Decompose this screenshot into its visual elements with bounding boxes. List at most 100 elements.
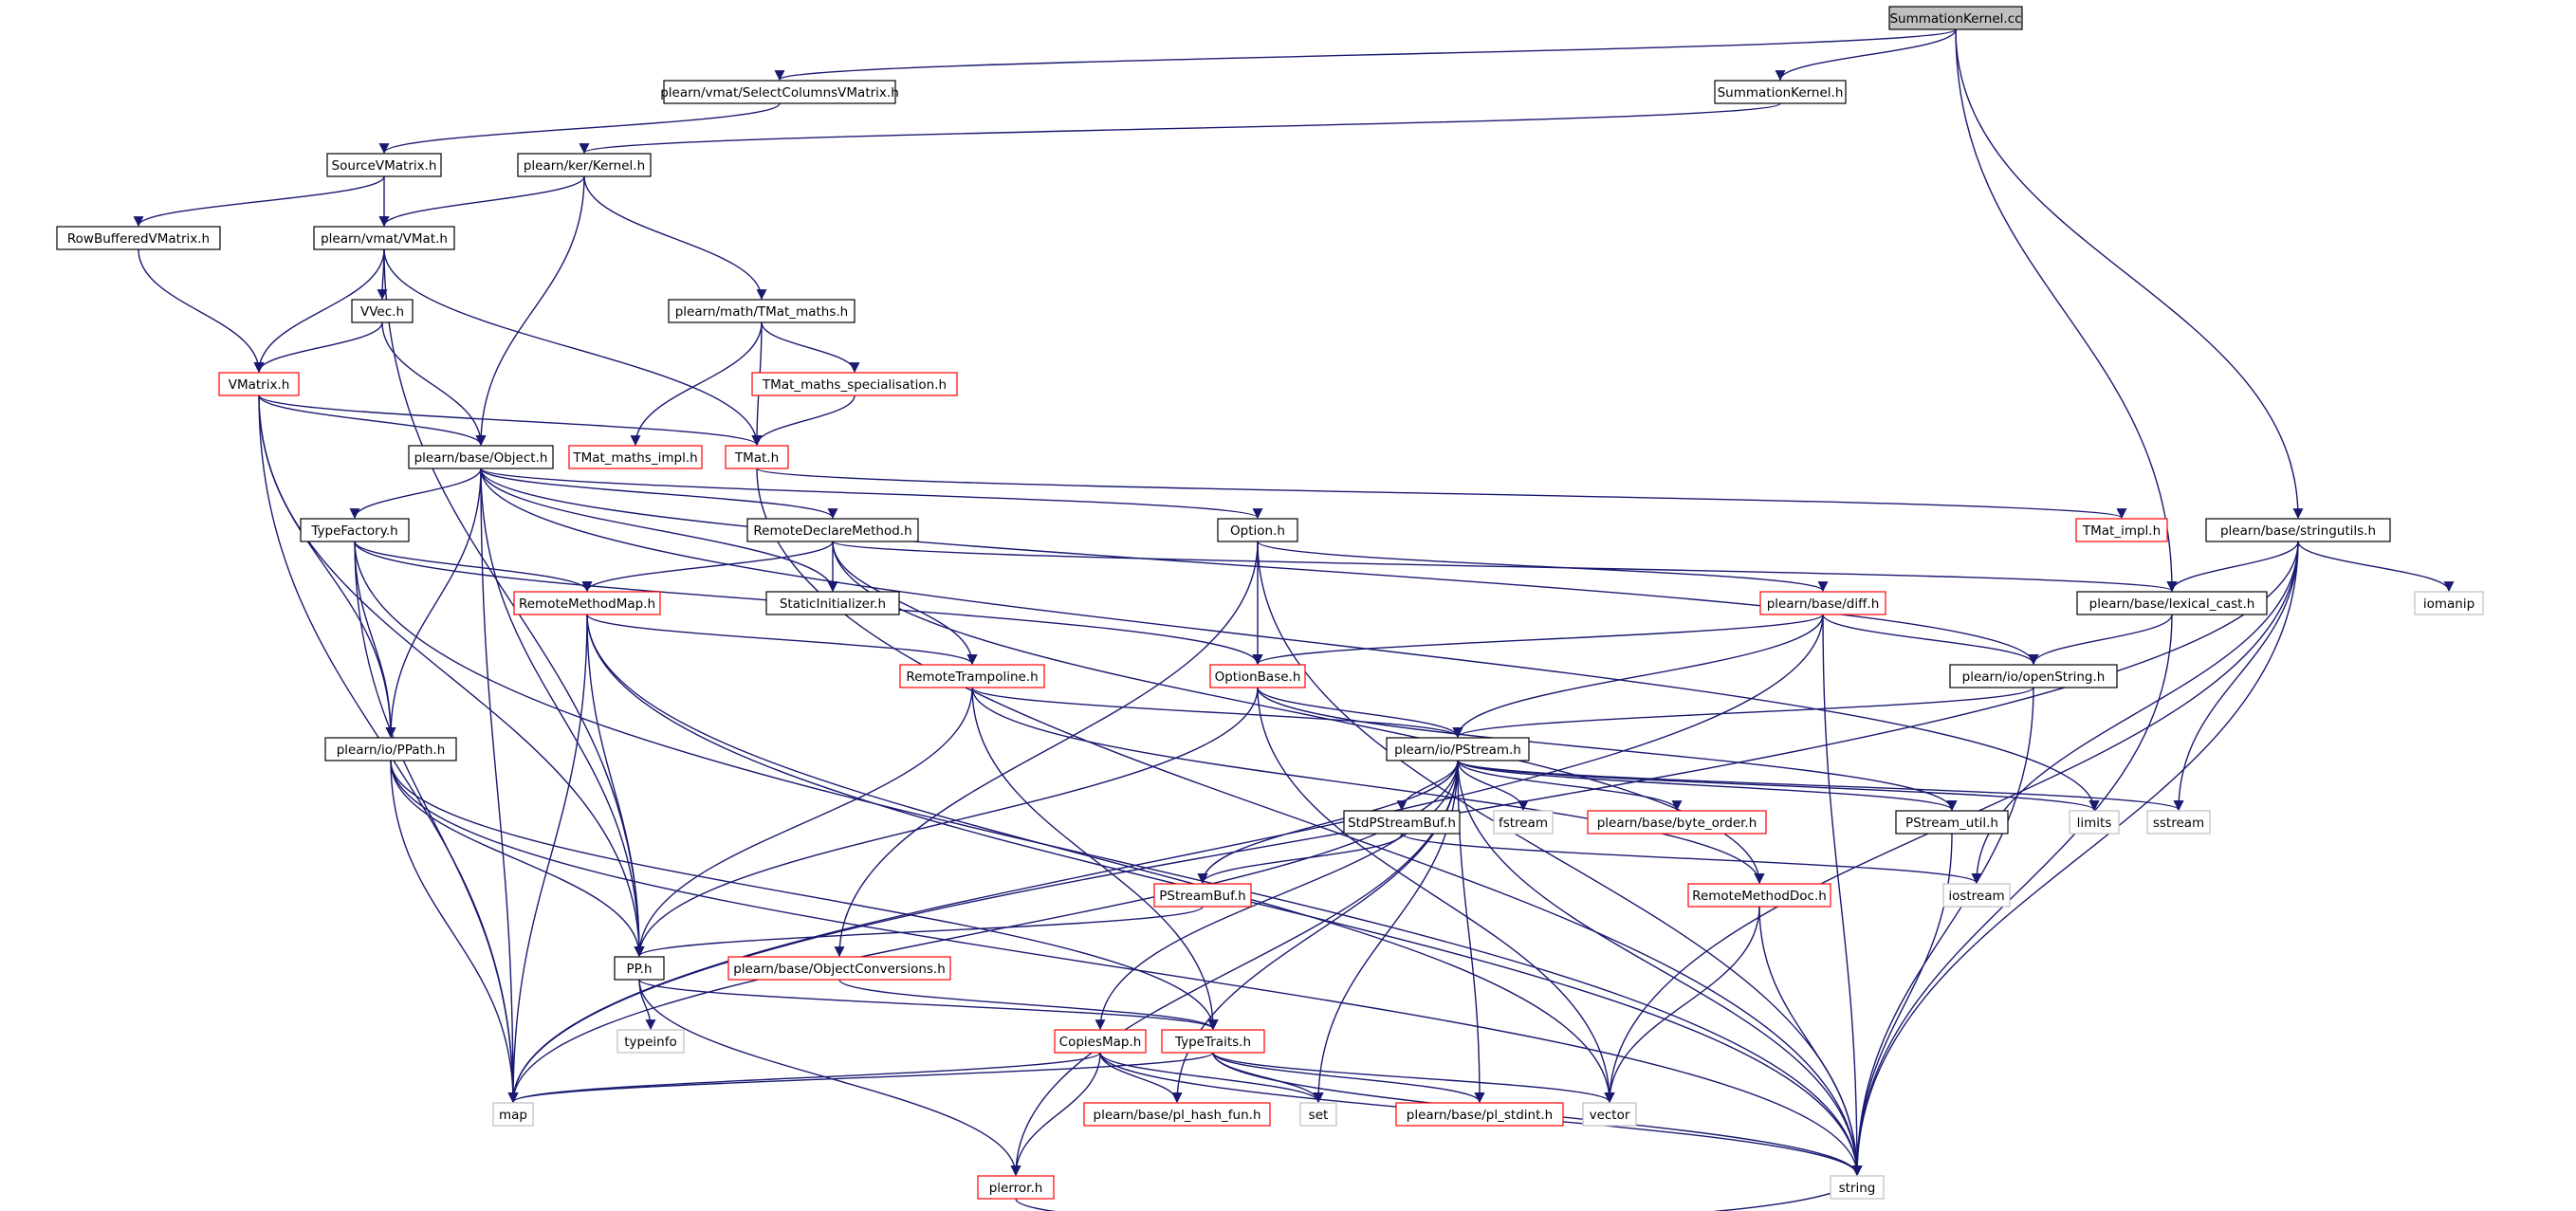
edge-lexical-cast-h-to-string bbox=[1851, 614, 2173, 1177]
node-box bbox=[1209, 664, 1306, 688]
node-label: plearn/ker/Kernel.h bbox=[524, 158, 645, 174]
node-kernel-h[interactable]: plearn/ker/Kernel.h bbox=[517, 153, 652, 177]
edge-object-h-to-pp-h bbox=[480, 468, 645, 958]
node-fstream[interactable]: fstream bbox=[1493, 810, 1554, 835]
node-stringutils-h[interactable]: plearn/base/stringutils.h bbox=[2205, 518, 2391, 542]
node-label: plearn/base/lexical_cast.h bbox=[2089, 596, 2255, 612]
node-box bbox=[746, 518, 919, 542]
node-pl-stdint-h[interactable]: plearn/base/pl_stdint.h bbox=[1395, 1102, 1564, 1127]
edge-remotedeclaremethod-h-to-remotemethodmap-h bbox=[581, 541, 834, 593]
edge-typetraits-h-to-pl-stdint-h bbox=[1212, 1052, 1485, 1104]
node-label: typeinfo bbox=[624, 1035, 676, 1050]
node-limits[interactable]: limits bbox=[2069, 810, 2120, 835]
edge-remotetrampoline-h-to-remotemethoddoc-h bbox=[971, 687, 1765, 885]
node-pstreambuf-h[interactable]: PStreamBuf.h bbox=[1153, 883, 1252, 908]
edge-summationkernel-h-to-kernel-h bbox=[580, 102, 1781, 155]
node-box bbox=[725, 445, 789, 469]
node-object-h[interactable]: plearn/base/Object.h bbox=[408, 445, 554, 469]
node-remotemethodmap-h[interactable]: RemoteMethodMap.h bbox=[513, 591, 661, 615]
node-vmatrix-h[interactable]: VMatrix.h bbox=[218, 372, 300, 396]
edge-stringutils-h-to-sstream bbox=[2173, 541, 2299, 812]
node-byte-order-h[interactable]: plearn/base/byte_order.h bbox=[1587, 810, 1767, 835]
edge-remotemethodmap-h-to-remotetrampoline-h bbox=[586, 614, 978, 666]
node-objectconversions-h[interactable]: plearn/base/ObjectConversions.h bbox=[727, 956, 951, 981]
node-tmat-maths-specialisation-h[interactable]: TMat_maths_specialisation.h bbox=[751, 372, 958, 396]
node-tmat-h[interactable]: TMat.h bbox=[725, 445, 789, 469]
node-tmat-maths-impl-h[interactable]: TMat_maths_impl.h bbox=[568, 445, 703, 469]
node-diff-h[interactable]: plearn/base/diff.h bbox=[1759, 591, 1886, 615]
node-pstream-util-h[interactable]: PStream_util.h bbox=[1895, 810, 2009, 835]
node-label: plearn/io/PPath.h bbox=[337, 743, 446, 758]
edge-pstream-h-to-copiesmap-h bbox=[1095, 760, 1459, 1031]
node-box bbox=[1161, 1029, 1265, 1054]
node-typetraits-h[interactable]: TypeTraits.h bbox=[1161, 1029, 1265, 1054]
node-typeinfo[interactable]: typeinfo bbox=[616, 1029, 685, 1054]
node-summationkernel-cc[interactable]: SummationKernel.cc bbox=[1888, 6, 2023, 30]
node-lexical-cast-h[interactable]: plearn/base/lexical_cast.h bbox=[2076, 591, 2268, 615]
node-set[interactable]: set bbox=[1299, 1102, 1337, 1127]
edge-remotetrampoline-h-to-pp-h bbox=[634, 687, 973, 958]
node-box bbox=[1386, 737, 1530, 761]
node-remotedeclaremethod-h[interactable]: RemoteDeclareMethod.h bbox=[746, 518, 919, 542]
node-box bbox=[326, 153, 442, 177]
node-label: string bbox=[1839, 1181, 1876, 1196]
edge-object-h-to-option-h bbox=[480, 468, 1263, 520]
node-box bbox=[1054, 1029, 1147, 1054]
node-label: RemoteMethodDoc.h bbox=[1692, 889, 1827, 904]
node-openstring-h[interactable]: plearn/io/openString.h bbox=[1949, 664, 2118, 688]
node-sstream[interactable]: sstream bbox=[2146, 810, 2211, 835]
node-remotemethoddoc-h[interactable]: RemoteMethodDoc.h bbox=[1687, 883, 1831, 908]
node-label: RowBufferedVMatrix.h bbox=[67, 231, 210, 247]
node-iostream[interactable]: iostream bbox=[1942, 883, 2011, 908]
edge-copiesmap-h-to-set bbox=[1099, 1052, 1324, 1104]
node-stdpstreambuf-h[interactable]: StdPStreamBuf.h bbox=[1343, 810, 1461, 835]
edge-ppath-h-to-pp-h bbox=[390, 760, 645, 958]
edge-stringutils-h-to-lexical-cast-h bbox=[2166, 541, 2299, 593]
node-rowbufferedvmatrix-h[interactable]: RowBufferedVMatrix.h bbox=[56, 226, 221, 250]
node-label: RemoteMethodMap.h bbox=[519, 596, 655, 612]
node-iomanip[interactable]: iomanip bbox=[2414, 591, 2484, 615]
node-box bbox=[2205, 518, 2391, 542]
node-vector[interactable]: vector bbox=[1582, 1102, 1637, 1127]
node-summationkernel-h[interactable]: SummationKernel.h bbox=[1714, 80, 1847, 104]
node-typefactory-h[interactable]: TypeFactory.h bbox=[300, 518, 410, 542]
node-map[interactable]: map bbox=[492, 1102, 534, 1127]
node-tmat-impl-h[interactable]: TMat_impl.h bbox=[2075, 518, 2168, 542]
node-vvec-h[interactable]: VVec.h bbox=[351, 299, 414, 323]
edge-tmat-h-to-tmat-impl-h bbox=[756, 468, 2126, 520]
node-box bbox=[614, 956, 665, 981]
node-label: StaticInitializer.h bbox=[780, 596, 886, 612]
edge-typefactory-h-to-remotemethodmap-h bbox=[354, 541, 593, 593]
edge-sourcevmatrix-h-to-rowbufferedvmatrix-h bbox=[133, 175, 385, 228]
node-pstream-h[interactable]: plearn/io/PStream.h bbox=[1386, 737, 1530, 761]
edge-vmatrix-h-to-ppath-h bbox=[258, 394, 396, 739]
node-pl-hash-fun-h[interactable]: plearn/base/pl_hash_fun.h bbox=[1083, 1102, 1271, 1127]
edge-object-h-to-remotedeclaremethod-h bbox=[480, 468, 838, 520]
edge-typefactory-h-to-map bbox=[354, 541, 519, 1104]
node-box bbox=[2075, 518, 2168, 542]
edge-optionbase-h-to-pp-h bbox=[634, 687, 1259, 958]
node-vmat-h[interactable]: plearn/vmat/VMat.h bbox=[313, 226, 455, 250]
node-pp-h[interactable]: PP.h bbox=[614, 956, 665, 981]
edge-summationkernel-cc-to-stringutils-h bbox=[1955, 28, 2304, 520]
node-box bbox=[1493, 810, 1554, 835]
node-optionbase-h[interactable]: OptionBase.h bbox=[1209, 664, 1306, 688]
node-box bbox=[616, 1029, 685, 1054]
node-ppath-h[interactable]: plearn/io/PPath.h bbox=[324, 737, 457, 761]
node-label: plearn/io/PStream.h bbox=[1394, 743, 1521, 758]
node-tmat-maths-h[interactable]: plearn/math/TMat_maths.h bbox=[668, 299, 856, 323]
node-staticinitializer-h[interactable]: StaticInitializer.h bbox=[765, 591, 900, 615]
node-option-h[interactable]: Option.h bbox=[1217, 518, 1298, 542]
node-copiesmap-h[interactable]: CopiesMap.h bbox=[1054, 1029, 1147, 1054]
node-box bbox=[1949, 664, 2118, 688]
node-selectcolumnsvmatrix-h[interactable]: plearn/vmat/SelectColumnsVMatrix.h bbox=[660, 80, 899, 104]
edge-tmat-maths-specialisation-h-to-tmat-h bbox=[751, 394, 856, 447]
node-box bbox=[663, 80, 896, 104]
node-remotetrampoline-h[interactable]: RemoteTrampoline.h bbox=[899, 664, 1045, 688]
node-box bbox=[977, 1175, 1055, 1200]
node-label: plearn/base/pl_stdint.h bbox=[1407, 1108, 1553, 1123]
node-box bbox=[513, 591, 661, 615]
node-sourcevmatrix-h[interactable]: SourceVMatrix.h bbox=[326, 153, 442, 177]
node-plerror-h[interactable]: plerror.h bbox=[977, 1175, 1055, 1200]
node-string[interactable]: string bbox=[1830, 1175, 1885, 1200]
